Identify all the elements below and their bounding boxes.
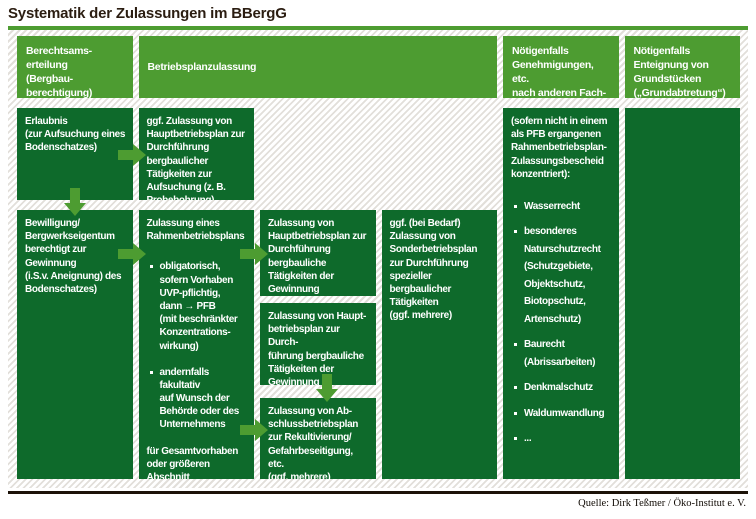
arrow-head bbox=[133, 144, 146, 166]
box-sonderbetriebsplan: ggf. (bei Bedarf) Zulassung von Sonderbe… bbox=[381, 210, 497, 479]
box-abschlussbetriebsplan-text: Zulassung von Ab- schlussbetriebsplan zu… bbox=[268, 406, 359, 479]
box-bewilligung: Bewilligung/ Bergwerkseigentum berechtig… bbox=[17, 210, 133, 479]
bullet-item: Wasserrecht bbox=[511, 198, 614, 216]
box-erlaubnis: Erlaubnis (zur Aufsuchung eines Bodensch… bbox=[17, 108, 133, 200]
box-fachrecht: (sofern nicht in einem als PFB ergangene… bbox=[503, 108, 619, 479]
arrow-head bbox=[316, 389, 338, 402]
bullet-item: andernfalls fakultativ auf Wunsch der Be… bbox=[147, 366, 250, 432]
box-fachrecht-intro: (sofern nicht in einem als PFB ergangene… bbox=[511, 116, 608, 180]
arrow-right-icon bbox=[118, 144, 146, 166]
bullet-item: Baurecht (Abrissarbeiten) bbox=[511, 336, 614, 371]
arrow-stem bbox=[70, 188, 80, 204]
arrow-right-icon bbox=[240, 419, 268, 441]
box-hauptbetriebsplan-gewinnung-text: Zulassung von Hauptbetriebsplan zur Durc… bbox=[268, 218, 367, 295]
arrow-head bbox=[133, 243, 146, 265]
header-berechtsamserteilung: Berechtsams- erteilung (Bergbau- berecht… bbox=[17, 36, 133, 98]
box-sonderbetriebsplan-text: ggf. (bei Bedarf) Zulassung von Sonderbe… bbox=[389, 218, 478, 322]
box-hauptbetriebsplan-aufsuchung-text: ggf. Zulassung von Hauptbetriebsplan zur… bbox=[146, 116, 246, 200]
box-hauptbetriebsplan-weitere: Zulassung von Haupt- betriebsplan zur Du… bbox=[260, 303, 376, 385]
bullet-item: Waldumwandlung bbox=[511, 405, 614, 423]
bullet-item: Denkmalschutz bbox=[511, 379, 614, 397]
bullet-item: ... bbox=[511, 430, 614, 448]
box-enteignung-body bbox=[624, 108, 740, 479]
arrow-head bbox=[64, 203, 86, 216]
diagram-grid: Berechtsams- erteilung (Bergbau- berecht… bbox=[8, 30, 748, 488]
header-betriebsplanzulassung-label: Betriebsplanzulassung bbox=[147, 61, 257, 73]
box-rahmenbetriebsplan-intro: Zulassung eines Rahmenbetriebsplans bbox=[146, 218, 245, 243]
page-title: Systematik der Zulassungen im BBergG bbox=[8, 5, 287, 22]
box-erlaubnis-text: Erlaubnis (zur Aufsuchung eines Bodensch… bbox=[25, 116, 126, 154]
arrow-down-icon bbox=[64, 188, 86, 216]
arrow-right-icon bbox=[118, 243, 146, 265]
arrow-head bbox=[255, 243, 268, 265]
arrow-stem bbox=[322, 374, 332, 390]
arrow-stem bbox=[240, 425, 256, 435]
arrow-right-icon bbox=[240, 243, 268, 265]
source-credit: Quelle: Dirk Teßmer / Öko-Institut e. V. bbox=[578, 498, 746, 509]
bullet-item: obligatorisch, sofern Vorhaben UVP-pflic… bbox=[147, 260, 250, 352]
arrow-stem bbox=[118, 249, 134, 259]
header-fachgesetze: Nötigenfalls Genehmigungen, etc. nach an… bbox=[503, 36, 619, 98]
arrow-stem bbox=[240, 249, 256, 259]
bullet-item: besonderes Naturschutzrecht (Schutzgebie… bbox=[511, 223, 614, 328]
fachrecht-bullet-list: Wasserrecht besonderes Naturschutzrecht … bbox=[503, 198, 619, 448]
box-rahmenbetriebsplan-footer: für Gesamtvorhaben oder größeren Abschni… bbox=[146, 445, 239, 479]
arrow-head bbox=[255, 419, 268, 441]
box-hauptbetriebsplan-aufsuchung: ggf. Zulassung von Hauptbetriebsplan zur… bbox=[138, 108, 254, 200]
box-abschlussbetriebsplan: Zulassung von Ab- schlussbetriebsplan zu… bbox=[260, 398, 376, 479]
box-hauptbetriebsplan-gewinnung: Zulassung von Hauptbetriebsplan zur Durc… bbox=[260, 210, 376, 296]
rahmenbetriebsplan-bullet-list: obligatorisch, sofern Vorhaben UVP-pflic… bbox=[139, 260, 255, 431]
diagram-area: Berechtsams- erteilung (Bergbau- berecht… bbox=[8, 30, 748, 488]
header-betriebsplanzulassung: Betriebsplanzulassung bbox=[138, 36, 497, 98]
box-hauptbetriebsplan-weitere-text: Zulassung von Haupt- betriebsplan zur Du… bbox=[268, 311, 367, 385]
bottom-rule bbox=[8, 491, 748, 494]
title-rule bbox=[8, 26, 748, 30]
arrow-stem bbox=[118, 150, 134, 160]
box-rahmenbetriebsplan: Zulassung eines Rahmenbetriebsplans obli… bbox=[138, 210, 255, 479]
box-bewilligung-text: Bewilligung/ Bergwerkseigentum berechtig… bbox=[25, 218, 122, 295]
header-enteignung: Nötigenfalls Enteignung von Grundstücken… bbox=[624, 36, 740, 98]
arrow-down-icon bbox=[316, 374, 338, 402]
